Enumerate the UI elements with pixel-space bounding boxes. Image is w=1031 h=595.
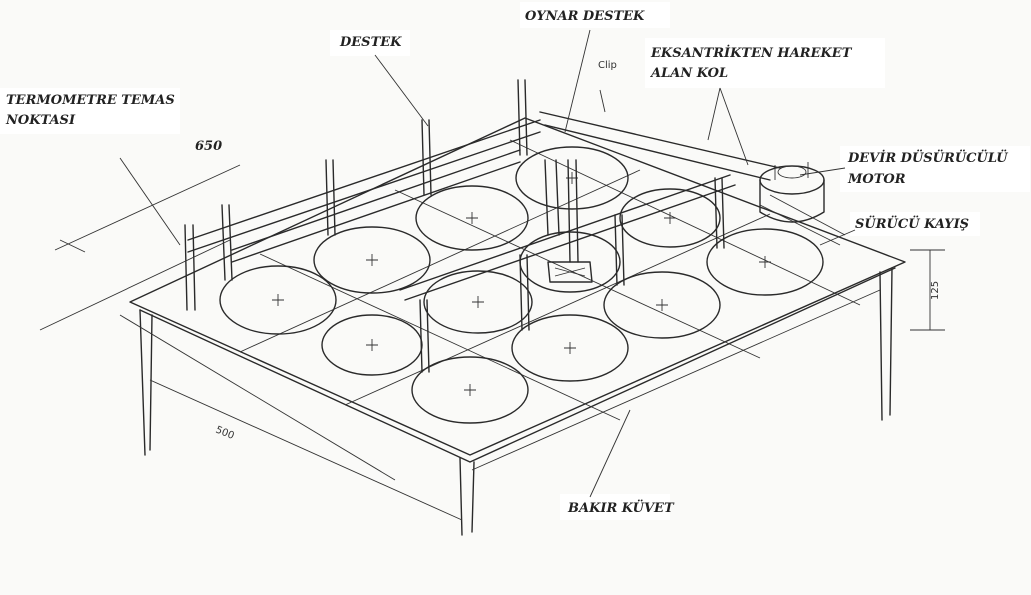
- label-surucu-kayis: SÜRÜCÜ KAYIŞ: [855, 215, 969, 232]
- dish: [423, 270, 533, 334]
- label-destek: DESTEK: [339, 35, 402, 50]
- dish: [219, 265, 337, 335]
- support-frame: [184, 79, 736, 373]
- label-box-bakir: [560, 494, 670, 520]
- dish: [619, 188, 721, 248]
- dish: [411, 356, 529, 424]
- label-termometre-2: NOKTASI: [5, 113, 76, 128]
- motor: [759, 162, 825, 223]
- dish: [415, 185, 529, 251]
- label-box-oynar: [520, 2, 670, 28]
- sample-dishes: [219, 146, 824, 424]
- label-box-destek: [330, 30, 410, 56]
- leader-lines: [119, 29, 856, 498]
- dim-650: 650: [195, 139, 222, 154]
- label-box-devir: [840, 146, 1030, 192]
- label-eksantrik-1: EKSANTRİKTEN HAREKET: [650, 45, 853, 61]
- label-bakir-kuvet: BAKIR KÜVET: [567, 499, 675, 516]
- drive-belt: [759, 194, 846, 246]
- dish: [321, 314, 423, 376]
- dish: [313, 226, 431, 294]
- label-box-surucu: [850, 212, 980, 236]
- dish: [511, 314, 629, 382]
- label-termometre-1: TERMOMETRE TEMAS: [6, 93, 175, 108]
- dim-125: 125: [930, 281, 941, 300]
- label-box-eksantrik: [645, 38, 885, 88]
- label-oynar-destek: OYNAR DESTEK: [525, 9, 645, 24]
- label-devir-2: MOTOR: [847, 172, 906, 187]
- dish: [515, 146, 629, 210]
- dimension-lines: [39, 164, 945, 481]
- stirrer: [547, 159, 593, 283]
- dish-markers: [272, 172, 771, 396]
- label-eksantrik-2: ALAN KOL: [649, 66, 728, 81]
- tank-legs: [139, 267, 893, 536]
- dim-500: 500: [214, 425, 236, 442]
- dish: [706, 228, 824, 296]
- dish: [603, 271, 721, 339]
- label-box-termometre: [0, 88, 180, 134]
- eccentric-arm: [539, 89, 781, 181]
- dim-clip: Clip: [598, 60, 617, 71]
- label-devir-1: DEVİR DÜSÜRÜCÜLÜ: [847, 149, 1008, 166]
